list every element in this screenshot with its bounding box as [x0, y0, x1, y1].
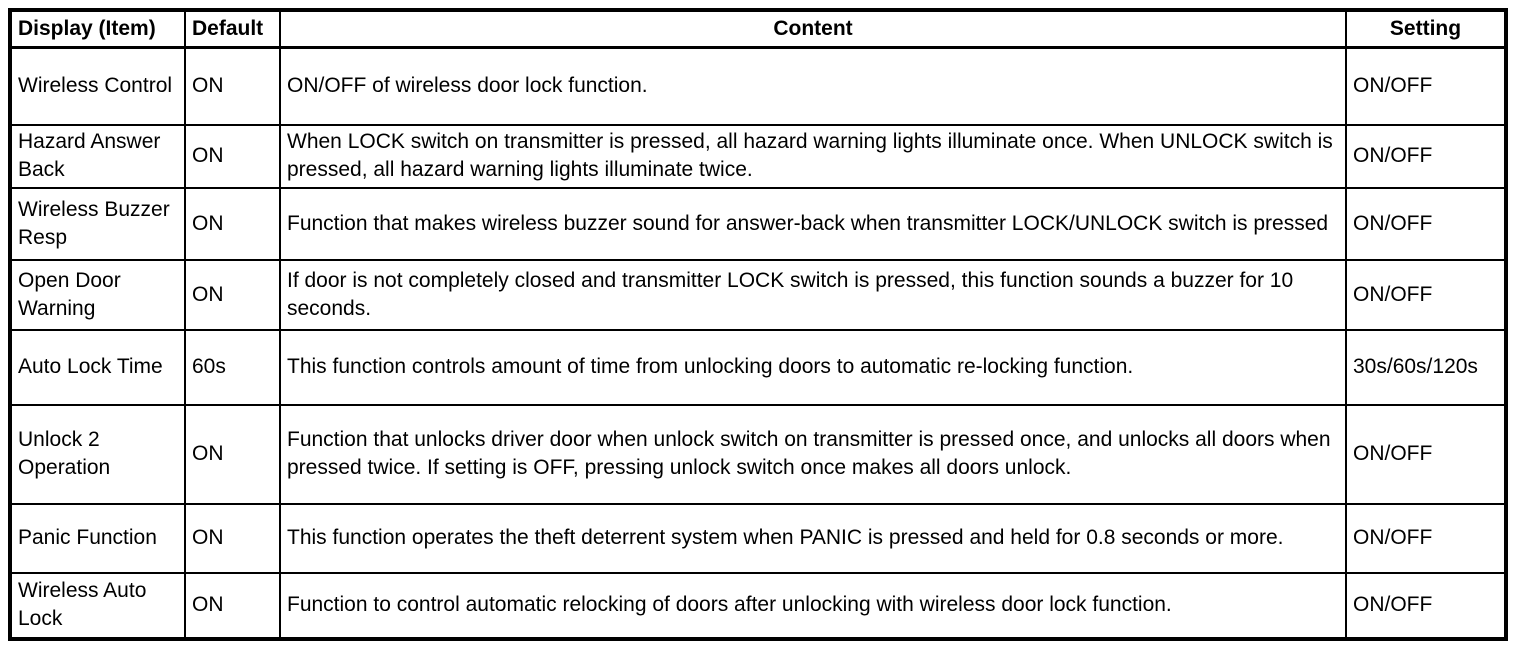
content-cell: Function that unlocks driver door when u… — [279, 403, 1347, 505]
column-header-default: Default — [184, 9, 281, 49]
setting-cell: ON/OFF — [1345, 502, 1507, 574]
content-cell: This function operates the theft deterre… — [279, 502, 1347, 574]
setting-cell: ON/OFF — [1345, 258, 1507, 331]
item-cell: Open Door Warning — [9, 258, 186, 331]
item-cell: Panic Function — [9, 502, 186, 574]
item-cell: Wireless Auto Lock — [9, 571, 186, 640]
default-cell: ON — [184, 571, 281, 640]
default-cell: ON — [184, 403, 281, 505]
column-header-content: Content — [279, 9, 1347, 49]
default-cell: ON — [184, 46, 281, 126]
content-cell: Function that makes wireless buzzer soun… — [279, 186, 1347, 261]
setting-cell: ON/OFF — [1345, 571, 1507, 640]
content-cell: ON/OFF of wireless door lock function. — [279, 46, 1347, 126]
item-cell: Auto Lock Time — [9, 328, 186, 406]
table-header: Display (Item) Default Content Setting — [9, 9, 1507, 49]
item-cell: Wireless Control — [9, 46, 186, 126]
column-header-setting: Setting — [1345, 9, 1507, 49]
item-cell: Unlock 2 Operation — [9, 403, 186, 505]
wireless-door-lock-settings-table: Display (Item) Default Content Setting W… — [8, 8, 1508, 641]
setting-cell: ON/OFF — [1345, 123, 1507, 189]
content-cell: Function to control automatic relocking … — [279, 571, 1347, 640]
column-header-display-item: Display (Item) — [9, 9, 186, 49]
setting-cell: ON/OFF — [1345, 46, 1507, 126]
content-cell: When LOCK switch on transmitter is press… — [279, 123, 1347, 189]
default-cell: ON — [184, 258, 281, 331]
setting-cell: ON/OFF — [1345, 403, 1507, 505]
item-cell: Hazard Answer Back — [9, 123, 186, 189]
default-cell: ON — [184, 186, 281, 261]
default-cell: 60s — [184, 328, 281, 406]
default-cell: ON — [184, 502, 281, 574]
setting-cell: 30s/60s/120s — [1345, 328, 1507, 406]
content-cell: If door is not completely closed and tra… — [279, 258, 1347, 331]
setting-cell: ON/OFF — [1345, 186, 1507, 261]
header-row: Display (Item) Default Content Setting — [9, 9, 1507, 49]
default-cell: ON — [184, 123, 281, 189]
content-cell: This function controls amount of time fr… — [279, 328, 1347, 406]
item-cell: Wireless Buzzer Resp — [9, 186, 186, 261]
